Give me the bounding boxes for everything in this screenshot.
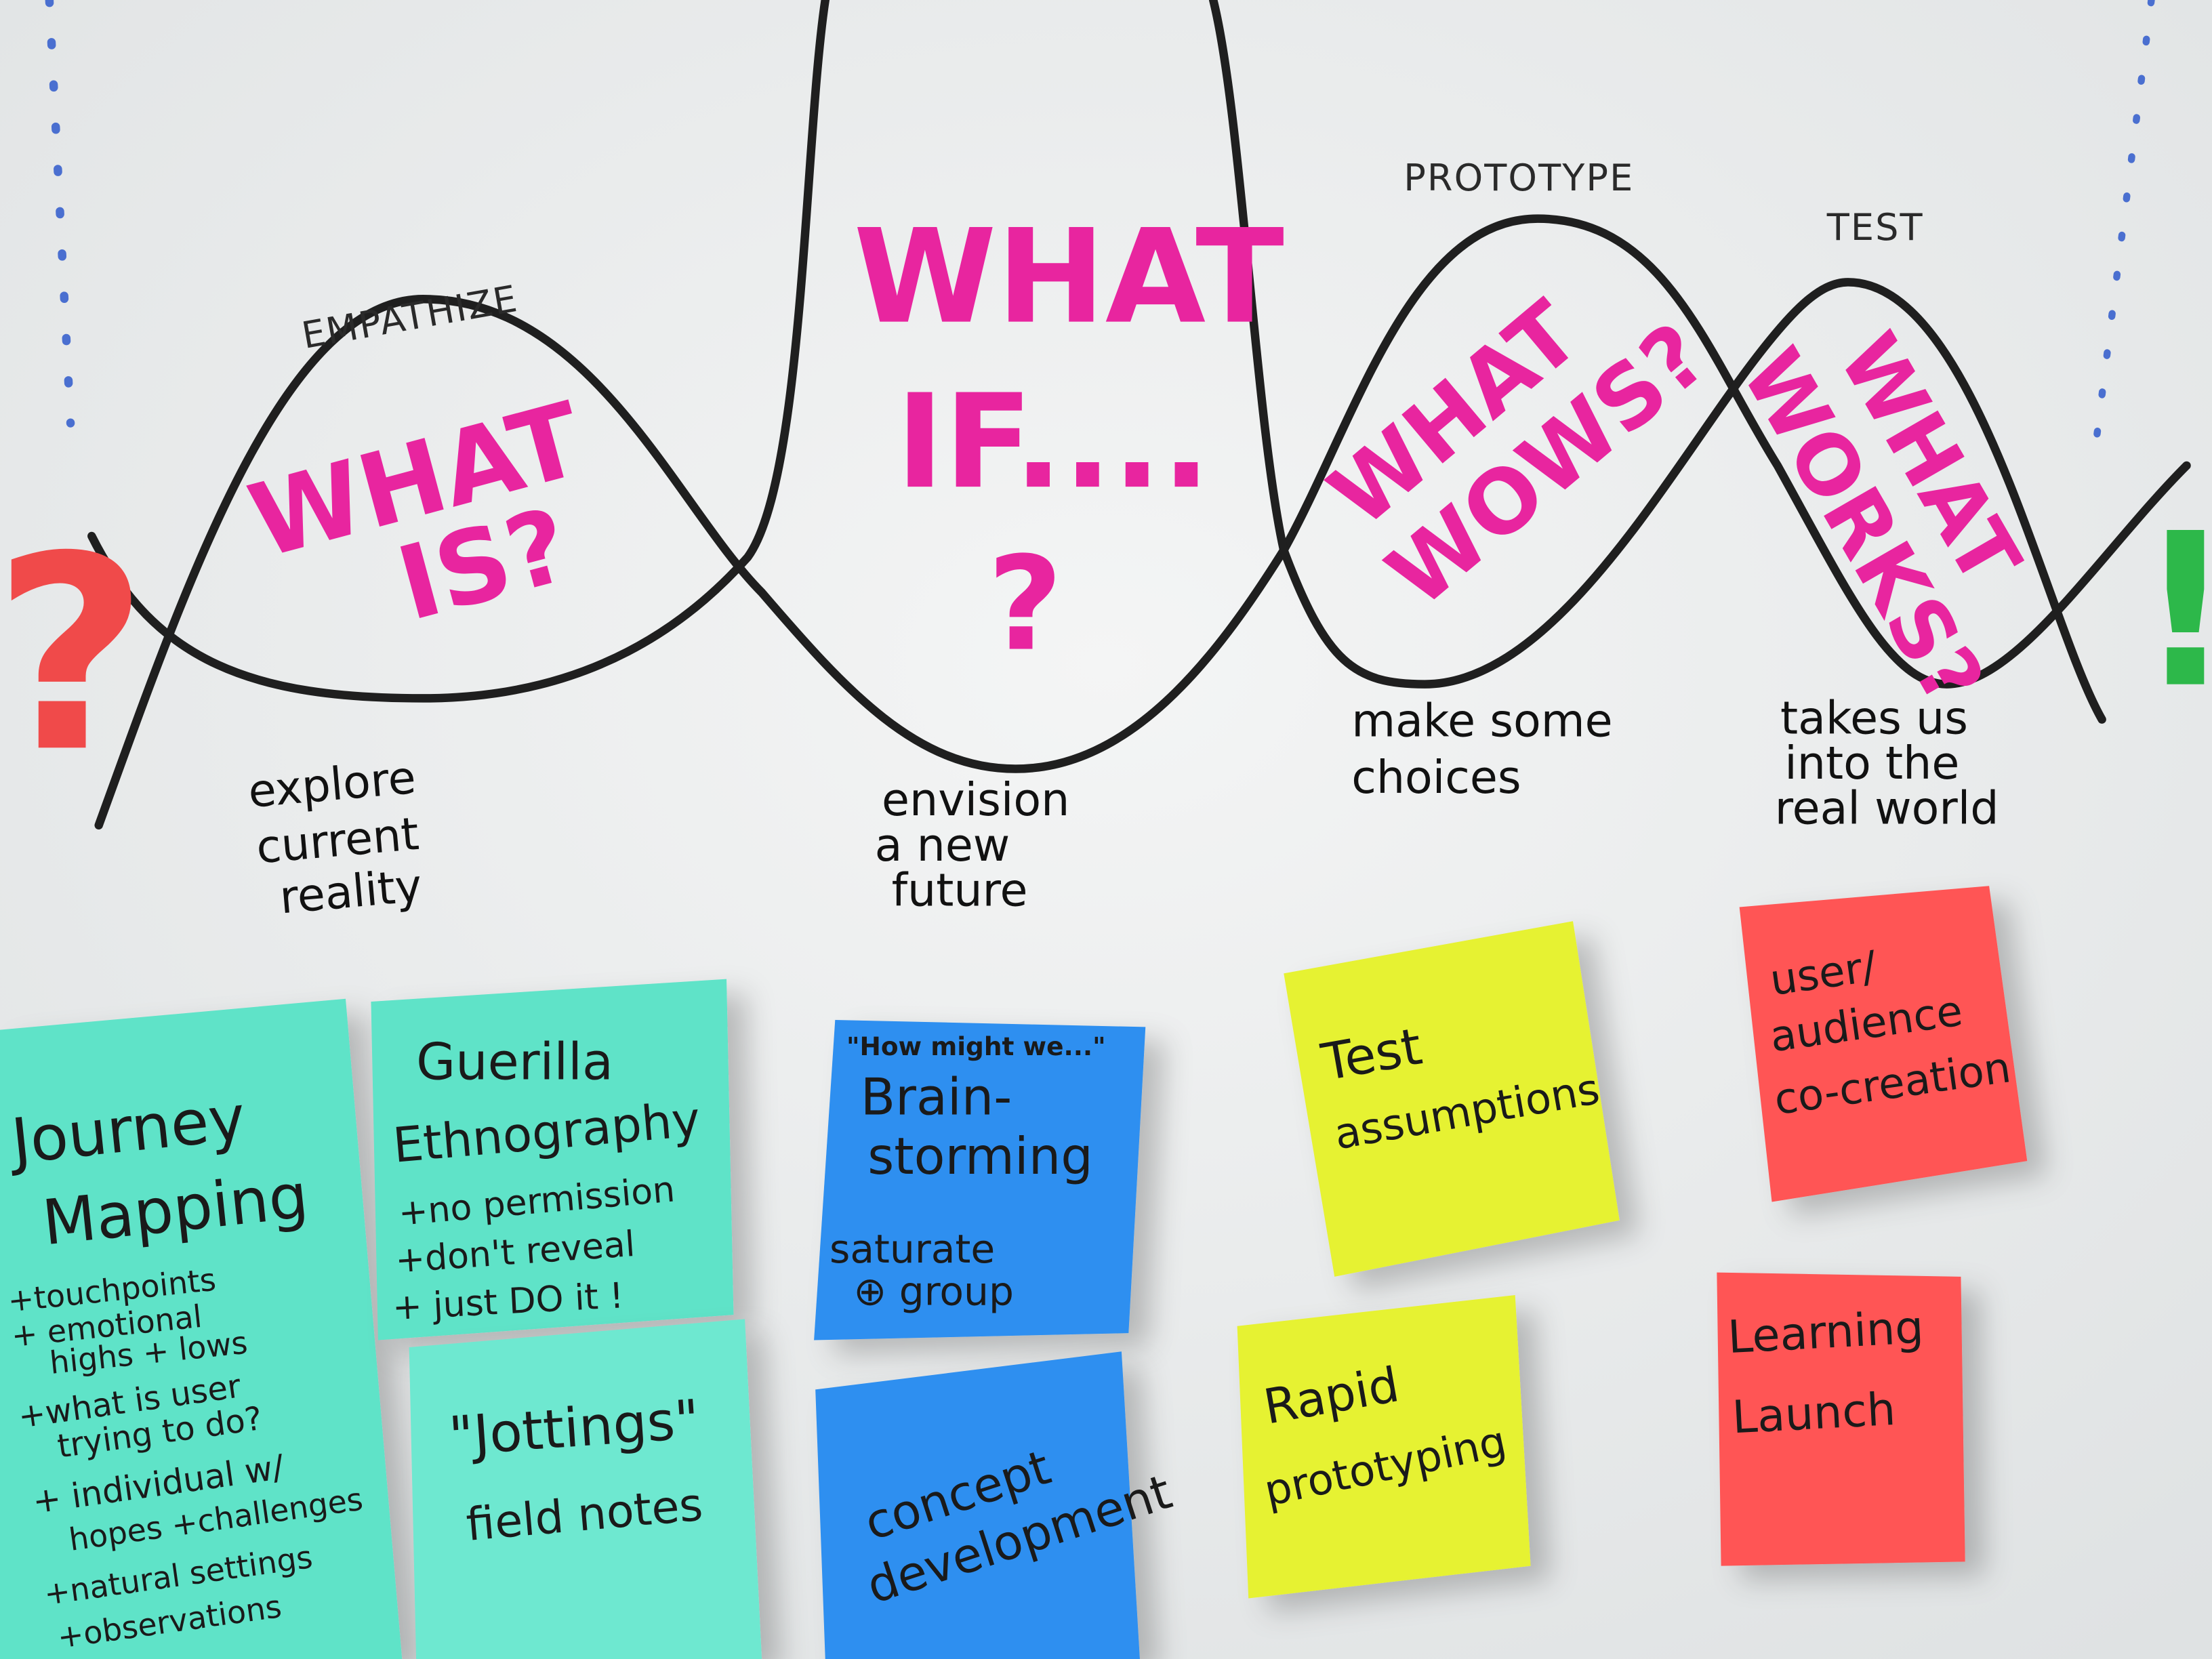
svg-text:Brain-: Brain- (861, 1067, 1012, 1126)
question-mark-symbol: ? (0, 499, 148, 811)
svg-text:IF....: IF.... (896, 367, 1211, 518)
svg-text:Guerilla: Guerilla (416, 1031, 613, 1091)
caption-real-world: takes us into the real world (1775, 691, 1999, 834)
stage-label-prototype: PROTOTYPE (1404, 157, 1634, 199)
svg-text:"How might we...": "How might we..." (846, 1031, 1106, 1061)
svg-text:reality: reality (277, 859, 424, 924)
svg-text:envision: envision (882, 773, 1069, 826)
svg-text:storming: storming (867, 1126, 1093, 1186)
sticky-note-learning-launch: Learning Launch (1717, 1272, 1965, 1566)
sticky-note-co-creation: user/ audience co-creation (1739, 886, 2028, 1202)
sticky-note-test-assumptions: Test assumptions (1284, 921, 1620, 1277)
svg-text:real world: real world (1775, 782, 1999, 835)
svg-text:WHAT: WHAT (853, 202, 1284, 353)
svg-text:⊕ group: ⊕ group (853, 1269, 1014, 1315)
wave-curve-b (94, 214, 2191, 830)
svg-text:Learning: Learning (1727, 1300, 1925, 1364)
svg-text:a new: a new (875, 819, 1010, 872)
stage-label-test: TEST (1826, 206, 1924, 249)
sticky-note-brainstorming: "How might we..." Brain- storming satura… (814, 1020, 1146, 1340)
sticky-note-journey-mapping: Journey Mapping +touchpoints + emotional… (0, 998, 403, 1659)
svg-text:saturate: saturate (830, 1226, 995, 1272)
svg-text:choices: choices (1351, 751, 1521, 804)
sticky-note-concept-development: concept development (815, 1351, 1179, 1659)
sticky-note-guerilla-ethnography: Guerilla Ethnography +no permission +don… (371, 979, 734, 1340)
right-dotted-line (2091, 0, 2155, 455)
caption-choices: make some choices (1351, 695, 1612, 804)
svg-text:Launch: Launch (1731, 1382, 1897, 1444)
svg-text:into the: into the (1784, 737, 1959, 790)
sticky-note-jottings: "Jottings" field notes (409, 1319, 762, 1659)
question-what-if: WHAT IF.... ? (853, 202, 1284, 680)
svg-text:takes us: takes us (1780, 691, 1968, 744)
left-dotted-line (45, 0, 75, 428)
sticky-note-rapid-prototyping: Rapid prototyping (1237, 1294, 1531, 1599)
caption-envision: envision a new future (875, 773, 1070, 916)
svg-text:future: future (892, 863, 1028, 916)
svg-text:?: ? (987, 529, 1063, 680)
svg-text:make some: make some (1351, 695, 1612, 747)
exclamation-symbol: ! (2137, 488, 2212, 735)
wave-curve-c (1208, 0, 2106, 724)
wave-curve-a (87, 0, 830, 703)
